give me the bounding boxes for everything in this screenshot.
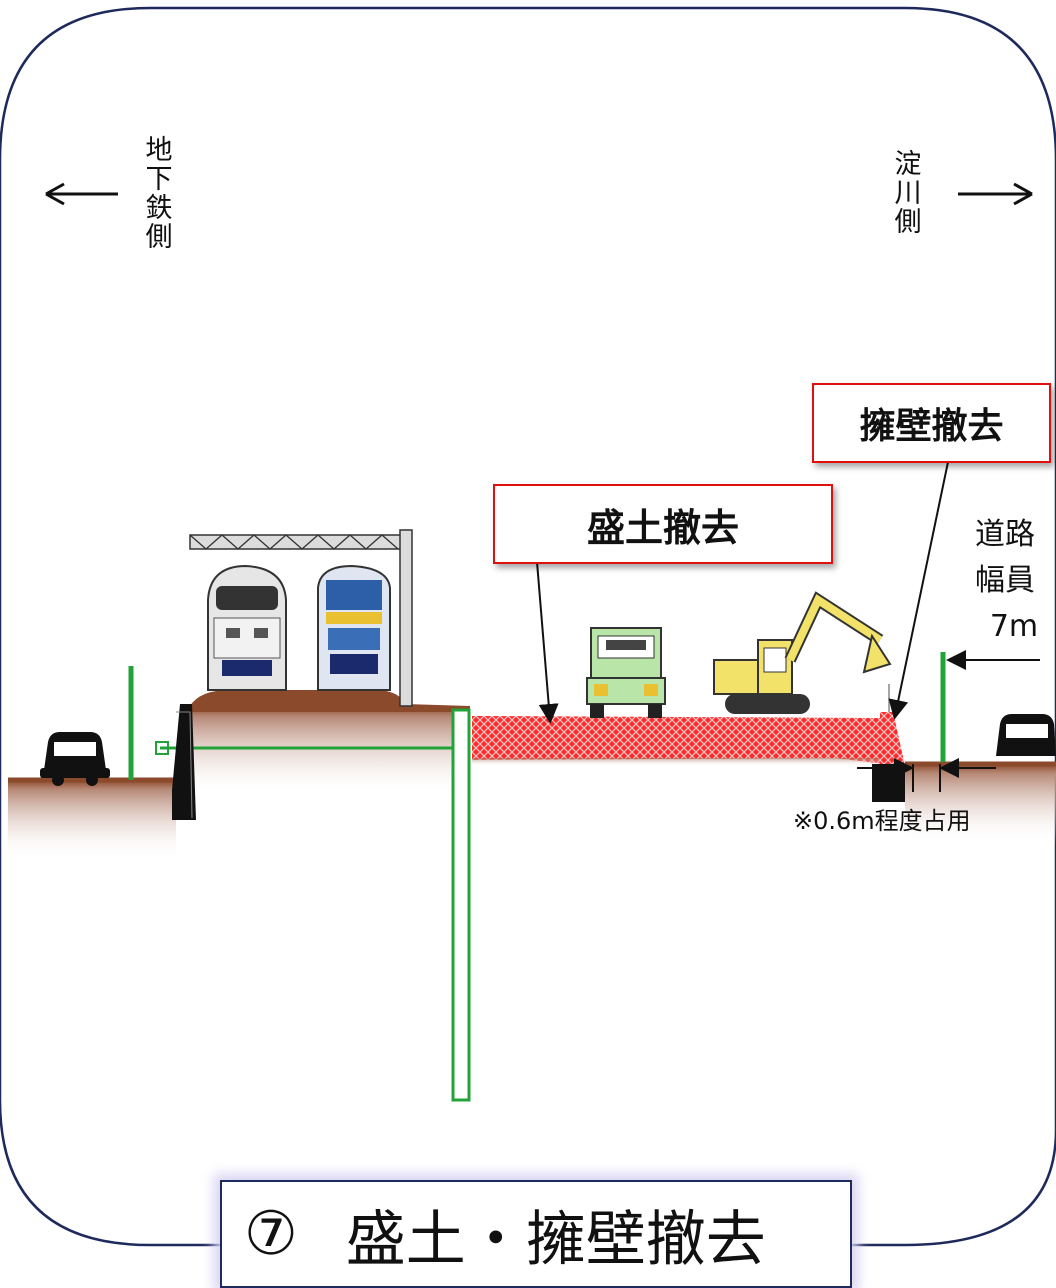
train-icon-2 <box>317 564 391 691</box>
road-width-label: 道路 幅員 7m <box>975 517 1039 644</box>
car-icon <box>40 732 110 786</box>
step-number: ⑦ <box>244 1199 298 1269</box>
step-title: 盛土・擁壁撤去 <box>345 1204 766 1275</box>
railway-embankment <box>155 690 470 796</box>
embankment-removal-area <box>472 716 884 764</box>
direction-label-left: 地 下 鉄 側 <box>145 135 173 253</box>
retaining-wall-removal-label: 擁壁撤去 <box>859 406 1004 447</box>
retaining-wall-removal-callout: 擁壁撤去 <box>812 383 1051 463</box>
embankment-pointer <box>536 561 559 724</box>
embankment-removal-label: 盛土撤去 <box>586 505 739 550</box>
train-icon <box>207 564 287 691</box>
dump-truck-icon <box>586 627 666 718</box>
arrow-left-icon <box>45 182 118 206</box>
left-road-ground <box>8 777 176 860</box>
retaining-wall-pointer <box>888 461 949 720</box>
direction-label-right: 淀 川 側 <box>894 149 922 238</box>
occupancy-note: ※0.6m程度占用 <box>793 807 971 835</box>
arrow-right-icon <box>958 182 1033 206</box>
embankment-removal-callout: 盛土撤去 <box>493 484 833 564</box>
catenary-structure <box>189 529 413 707</box>
right-road-ground <box>905 761 1056 844</box>
left-retaining-wall <box>172 704 196 820</box>
excavator-icon <box>713 591 892 714</box>
occupancy-dimension <box>857 758 996 792</box>
sheet-pile <box>451 708 471 1102</box>
step-title-box: ⑦ 盛土・擁壁撤去 <box>220 1180 852 1288</box>
right-retaining-wall-removal <box>880 712 906 770</box>
car-icon-right <box>996 714 1056 756</box>
